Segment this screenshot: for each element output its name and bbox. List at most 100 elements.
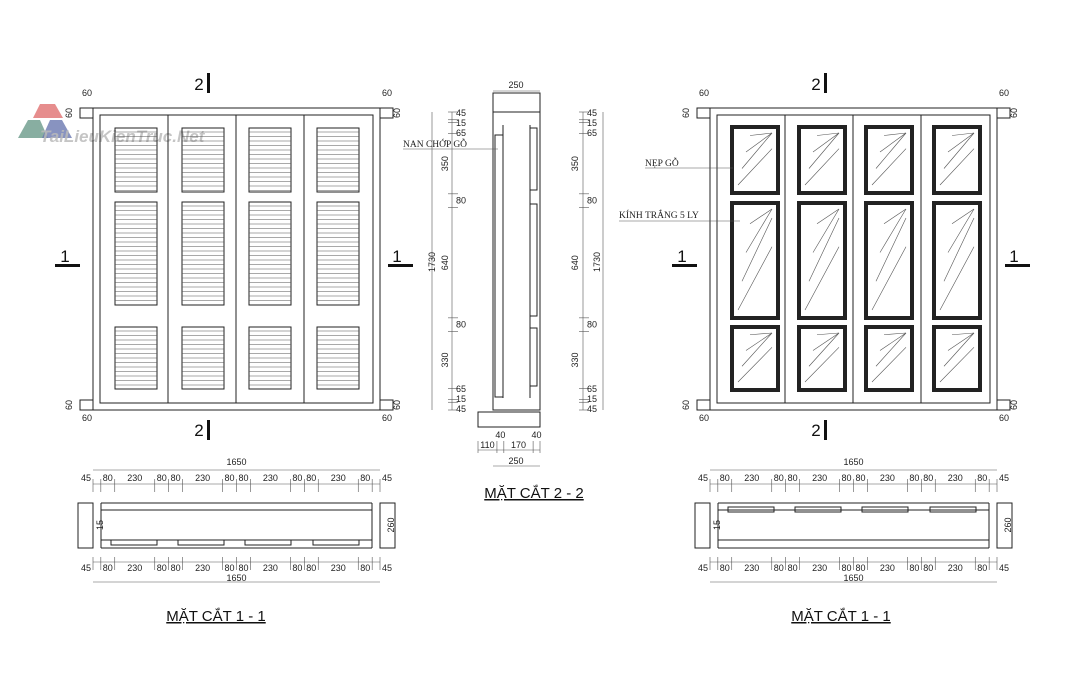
- glass-panel-bead: [864, 325, 914, 392]
- segment-dimension: 230: [127, 473, 142, 483]
- section-mark-bar: [388, 264, 413, 267]
- segment-dimension: 45: [81, 563, 91, 573]
- segment-dimension: 80: [788, 473, 798, 483]
- segment-dimension: 45: [382, 563, 392, 573]
- height-dimension: 80: [456, 196, 466, 206]
- frame-section: [492, 111, 541, 411]
- jamb-wall: [379, 502, 396, 549]
- corner-dimension: 60: [681, 400, 691, 410]
- corner-dimension: 60: [699, 413, 709, 423]
- louvre-strip: [494, 134, 504, 398]
- corner-dimension: 60: [82, 413, 92, 423]
- louvre-label: NAN CHỚP GỖ: [403, 137, 467, 150]
- louvre-panel: [316, 201, 360, 306]
- height-dimension: 80: [456, 320, 466, 330]
- louvre-panel: [114, 127, 158, 193]
- height-dimension: 45: [456, 108, 466, 118]
- segment-dimension: 45: [382, 473, 392, 483]
- segment-dimension: 80: [774, 473, 784, 483]
- logo-blue-shape: [42, 120, 72, 138]
- panel-section: [312, 539, 360, 546]
- width-dimension: 40: [495, 430, 505, 440]
- segment-dimension: 80: [977, 473, 987, 483]
- segment-dimension: 80: [774, 563, 784, 573]
- door-frame-outer: [92, 107, 381, 411]
- glass-hatch-line: [883, 208, 907, 224]
- segment-dimension: 230: [331, 563, 346, 573]
- glass-hatch-line: [737, 148, 773, 186]
- segment-dimension: 230: [948, 473, 963, 483]
- section-mark-bar: [672, 264, 697, 267]
- section-mark-2-bottom: 2: [194, 421, 203, 440]
- glass-panel-bead: [932, 325, 982, 392]
- segment-dimension: 80: [306, 563, 316, 573]
- corner-dimension: 60: [64, 108, 74, 118]
- glass-hatch-line: [741, 332, 773, 367]
- height-dimension: 65: [587, 384, 597, 394]
- glass-hatch-line: [871, 347, 907, 383]
- glass-panel-bead: [864, 201, 914, 320]
- segment-dimension: 80: [103, 473, 113, 483]
- glass-panel-bead: [797, 125, 847, 195]
- section-mark-2-top: 2: [811, 75, 820, 94]
- height-dimension: 350: [440, 156, 450, 171]
- glass-section: [529, 127, 538, 191]
- segment-dimension: 45: [698, 563, 708, 573]
- segment-dimension: 230: [744, 473, 759, 483]
- glass-hatch-line: [812, 208, 840, 253]
- segment-dimension: 80: [909, 473, 919, 483]
- segment-dimension: 230: [880, 473, 895, 483]
- glass-panel-bead: [797, 201, 847, 320]
- glass-hatch-line: [804, 148, 840, 186]
- corner-dimension: 60: [382, 413, 392, 423]
- glass-hatch-line: [804, 347, 840, 383]
- segment-dimension: 80: [103, 563, 113, 573]
- panel-section: [727, 506, 775, 513]
- glass-hatch-line: [875, 217, 907, 282]
- glass-hatch-line: [883, 132, 907, 136]
- glass-hatch-line: [816, 208, 840, 224]
- gap-dimension: 15: [95, 520, 105, 530]
- section-mark-2-top: 2: [194, 75, 203, 94]
- segment-dimension: 45: [81, 473, 91, 483]
- glass-hatch-line: [943, 132, 975, 169]
- segment-dimension: 80: [720, 473, 730, 483]
- segment-dimension: 45: [999, 563, 1009, 573]
- top-width-dimension: 250: [508, 80, 523, 90]
- louvre-panel: [248, 127, 292, 193]
- depth-dimension: 260: [386, 517, 396, 532]
- height-dimension: 45: [587, 108, 597, 118]
- height-dimension: 640: [570, 255, 580, 270]
- sill-wall: [477, 411, 541, 428]
- segment-dimension: 80: [842, 473, 852, 483]
- section-mark-bar: [1005, 264, 1030, 267]
- glass-hatch-line: [816, 132, 840, 136]
- glass-hatch-line: [871, 148, 907, 186]
- corner-dimension: 60: [699, 88, 709, 98]
- glass-hatch-line: [749, 332, 773, 336]
- corner-dimension: 60: [1009, 400, 1019, 410]
- segment-dimension: 80: [923, 563, 933, 573]
- segment-dimension: 80: [225, 473, 235, 483]
- frame-corner-block: [696, 399, 711, 411]
- section-mark-bar: [207, 420, 210, 440]
- glass-hatch-line: [816, 332, 840, 336]
- glass-hatch-line: [745, 332, 773, 351]
- glass-hatch-line: [947, 332, 975, 351]
- glass-hatch-line: [939, 148, 975, 186]
- louvre-panel: [181, 201, 225, 306]
- glass-hatch-line: [939, 347, 975, 383]
- glass-hatch-line: [745, 208, 773, 253]
- frame-corner-block: [379, 107, 394, 119]
- segment-dimension: 80: [238, 563, 248, 573]
- glass-hatch-line: [875, 132, 907, 169]
- total-width-dimension: 1650: [226, 457, 246, 467]
- glass-hatch-line: [745, 132, 773, 153]
- glass-panel-bead: [932, 201, 982, 320]
- segment-dimension: 80: [360, 563, 370, 573]
- glass-hatch-line: [879, 208, 907, 253]
- door-frame-outer: [709, 107, 998, 411]
- height-dimension: 45: [456, 404, 466, 414]
- glass-hatch-line: [812, 132, 840, 153]
